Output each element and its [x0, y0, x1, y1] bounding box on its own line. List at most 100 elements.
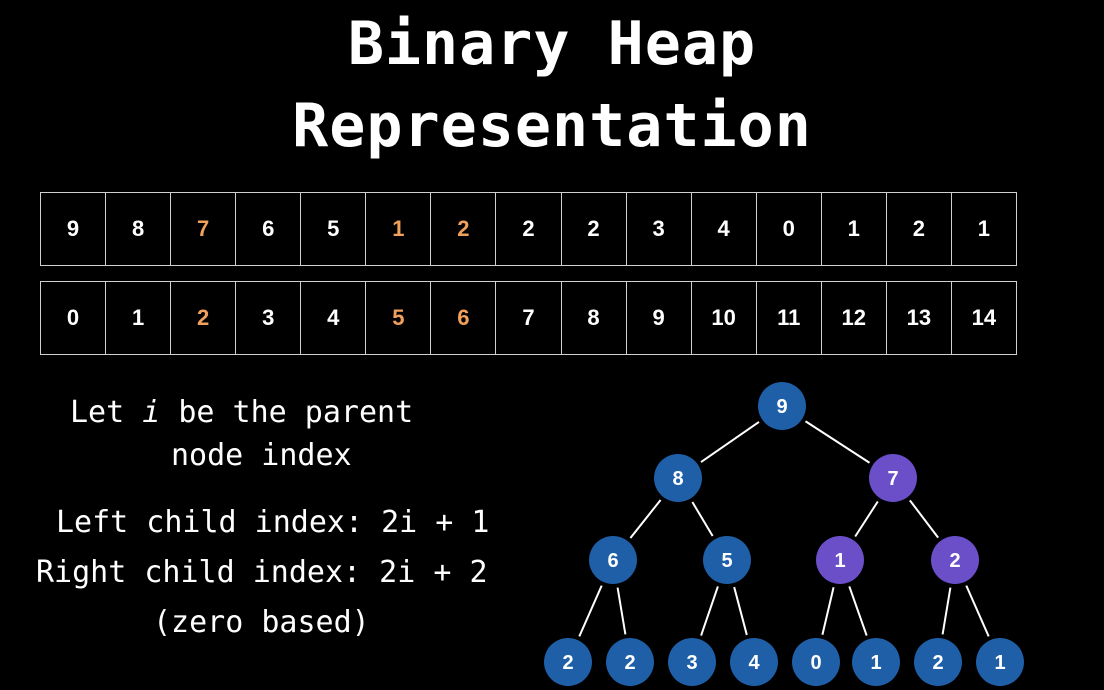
tree-edge-6-13 — [941, 587, 952, 635]
array-index-cell-11: 11 — [757, 282, 822, 354]
array-index-cell-1: 1 — [106, 282, 172, 354]
tree-edge-3-8 — [616, 587, 627, 635]
tree-node-label: 9 — [776, 396, 787, 418]
array-value-cell-3: 6 — [236, 193, 302, 265]
tree-edge-1-4 — [691, 501, 714, 537]
tree-edge-0-1 — [700, 421, 760, 463]
tree-node-circle — [544, 638, 592, 686]
tree-edge-0-2 — [804, 420, 871, 464]
tree-node-11: 0 — [792, 638, 840, 686]
array-index-cell-6: 6 — [431, 282, 497, 354]
array-value-cell-13: 2 — [887, 193, 952, 265]
array-value-cell-11: 0 — [757, 193, 822, 265]
tree-node-circle — [976, 638, 1024, 686]
tree-node-label: 0 — [810, 652, 821, 674]
tree-node-circle — [668, 638, 716, 686]
array-value-cell-5: 1 — [366, 193, 432, 265]
tree-node-label: 8 — [672, 468, 683, 490]
array-value-cell-10: 4 — [692, 193, 757, 265]
array-value-cell-4: 5 — [301, 193, 367, 265]
parent-index-line-1: Let i be the parent — [70, 393, 413, 433]
variable-i: i — [142, 395, 161, 430]
tree-node-8: 2 — [606, 638, 654, 686]
tree-edge-5-11 — [821, 587, 835, 635]
tree-node-5: 1 — [816, 536, 864, 584]
array-index-cell-2: 2 — [171, 282, 237, 354]
tree-node-1: 8 — [654, 454, 702, 502]
right-child-formula: Right child index: 2i + 2 — [36, 555, 488, 590]
tree-edge-2-5 — [854, 500, 879, 538]
tree-edge-3-7 — [578, 585, 603, 637]
array-index-cell-0: 0 — [41, 282, 107, 354]
parent-index-line-2: node index — [171, 438, 352, 473]
tree-node-label: 6 — [607, 550, 618, 572]
tree-node-label: 7 — [887, 468, 898, 490]
array-index-cell-7: 7 — [496, 282, 562, 354]
tree-edge-4-9 — [700, 586, 719, 636]
array-value-cell-2: 7 — [171, 193, 237, 265]
tree-node-circle — [852, 638, 900, 686]
array-value-cell-0: 9 — [41, 193, 107, 265]
array-index-cell-14: 14 — [971, 305, 997, 330]
tree-node-circle — [792, 638, 840, 686]
array-value-cell-9: 3 — [627, 193, 692, 265]
tree-node-label: 5 — [721, 550, 732, 572]
tree-node-13: 2 — [914, 638, 962, 686]
tree-edge-1-3 — [629, 499, 662, 539]
array-index-cell-12: 12 — [822, 282, 887, 354]
tree-node-circle — [589, 536, 637, 584]
tree-edge-5-12 — [848, 586, 868, 636]
tree-node-label: 2 — [624, 652, 635, 674]
array-index-cell-3: 3 — [236, 282, 302, 354]
tree-node-label: 2 — [949, 550, 960, 572]
tree-node-label: 2 — [562, 652, 573, 674]
tree-edge-2-6 — [909, 499, 939, 539]
tree-node-0: 9 — [758, 382, 806, 430]
array-index-cell-10: 10 — [692, 282, 757, 354]
left-child-formula: Left child index: 2i + 1 — [56, 505, 490, 540]
tree-node-circle — [816, 536, 864, 584]
tree-node-label: 4 — [748, 652, 760, 674]
tree-node-14: 1 — [976, 638, 1024, 686]
tree-node-label: 1 — [834, 550, 845, 572]
tree-node-circle — [931, 536, 979, 584]
array-index-cell-8: 8 — [562, 282, 627, 354]
array-index-cell-4: 4 — [301, 282, 367, 354]
tree-node-label: 3 — [686, 652, 697, 674]
tree-node-circle — [869, 454, 917, 502]
tree-node-circle — [654, 454, 702, 502]
tree-node-circle — [703, 536, 751, 584]
array-index-cell-5: 5 — [366, 282, 432, 354]
title-line-1: Binary Heap — [347, 9, 757, 79]
array-value-cell-8: 2 — [562, 193, 627, 265]
tree-node-9: 3 — [668, 638, 716, 686]
tree-node-label: 1 — [870, 652, 881, 674]
tree-node-10: 4 — [730, 638, 778, 686]
zero-based-note: (zero based) — [153, 605, 370, 640]
let-suffix: be the parent — [160, 395, 414, 430]
tree-node-circle — [730, 638, 778, 686]
array-value-cell-14: 1 — [977, 216, 991, 241]
array-index-cell-9: 9 — [627, 282, 692, 354]
tree-node-label: 2 — [932, 652, 943, 674]
array-value-cell-7: 2 — [496, 193, 562, 265]
array-value-cell-1: 8 — [106, 193, 172, 265]
tree-node-6: 2 — [931, 536, 979, 584]
tree-node-4: 5 — [703, 536, 751, 584]
tree-node-7: 2 — [544, 638, 592, 686]
tree-edge-4-10 — [733, 586, 748, 636]
tree-node-circle — [914, 638, 962, 686]
array-index-cell-13: 13 — [887, 282, 952, 354]
title-line-2: Representation — [292, 91, 812, 161]
tree-node-2: 7 — [869, 454, 917, 502]
tree-node-label: 1 — [994, 652, 1005, 674]
tree-node-12: 1 — [852, 638, 900, 686]
let-prefix: Let — [70, 395, 143, 430]
tree-edge-6-14 — [965, 585, 990, 637]
array-value-cell-12: 1 — [822, 193, 887, 265]
tree-node-3: 6 — [589, 536, 637, 584]
tree-node-circle — [758, 382, 806, 430]
